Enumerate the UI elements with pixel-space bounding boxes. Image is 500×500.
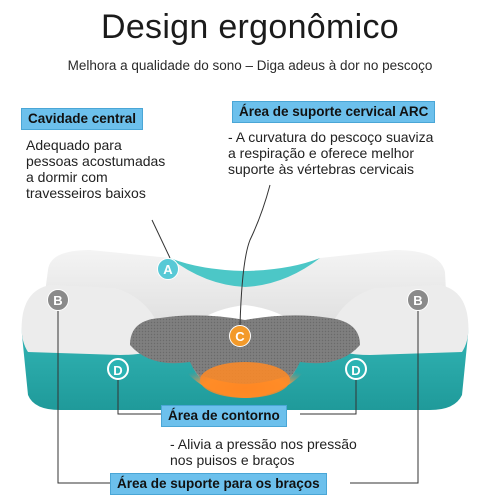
badge-b-right-icon: B	[407, 289, 429, 311]
central-cavity-label: Cavidade central	[21, 108, 144, 130]
arm-support-label: Área de suporte para os braços	[110, 473, 327, 495]
central-cavity-description: Adequado para pessoas acostumadas a dorm…	[26, 137, 166, 201]
badge-c-icon: C	[229, 325, 251, 347]
page-subtitle: Melhora a qualidade do sono – Diga adeus…	[67, 58, 433, 73]
central-cavity	[170, 258, 320, 287]
contour-area-label: Área de contorno	[161, 405, 287, 427]
badge-a-icon: A	[157, 258, 179, 280]
contour-area-description: - Alivia a pressão nos pressão nos puiso…	[170, 436, 357, 468]
cervical-support-description: - A curvatura do pescoço suaviza a respi…	[228, 129, 434, 177]
cervical-arc-mesh	[130, 315, 360, 396]
badge-b-left-icon: B	[47, 289, 69, 311]
cervical-support-label: Área de suporte cervical ARC	[232, 101, 436, 123]
page-title: Design ergonômico	[100, 8, 400, 46]
badge-d-right-icon: D	[345, 358, 367, 380]
badge-d-left-icon: D	[107, 358, 129, 380]
connector-lines	[57, 184, 419, 484]
